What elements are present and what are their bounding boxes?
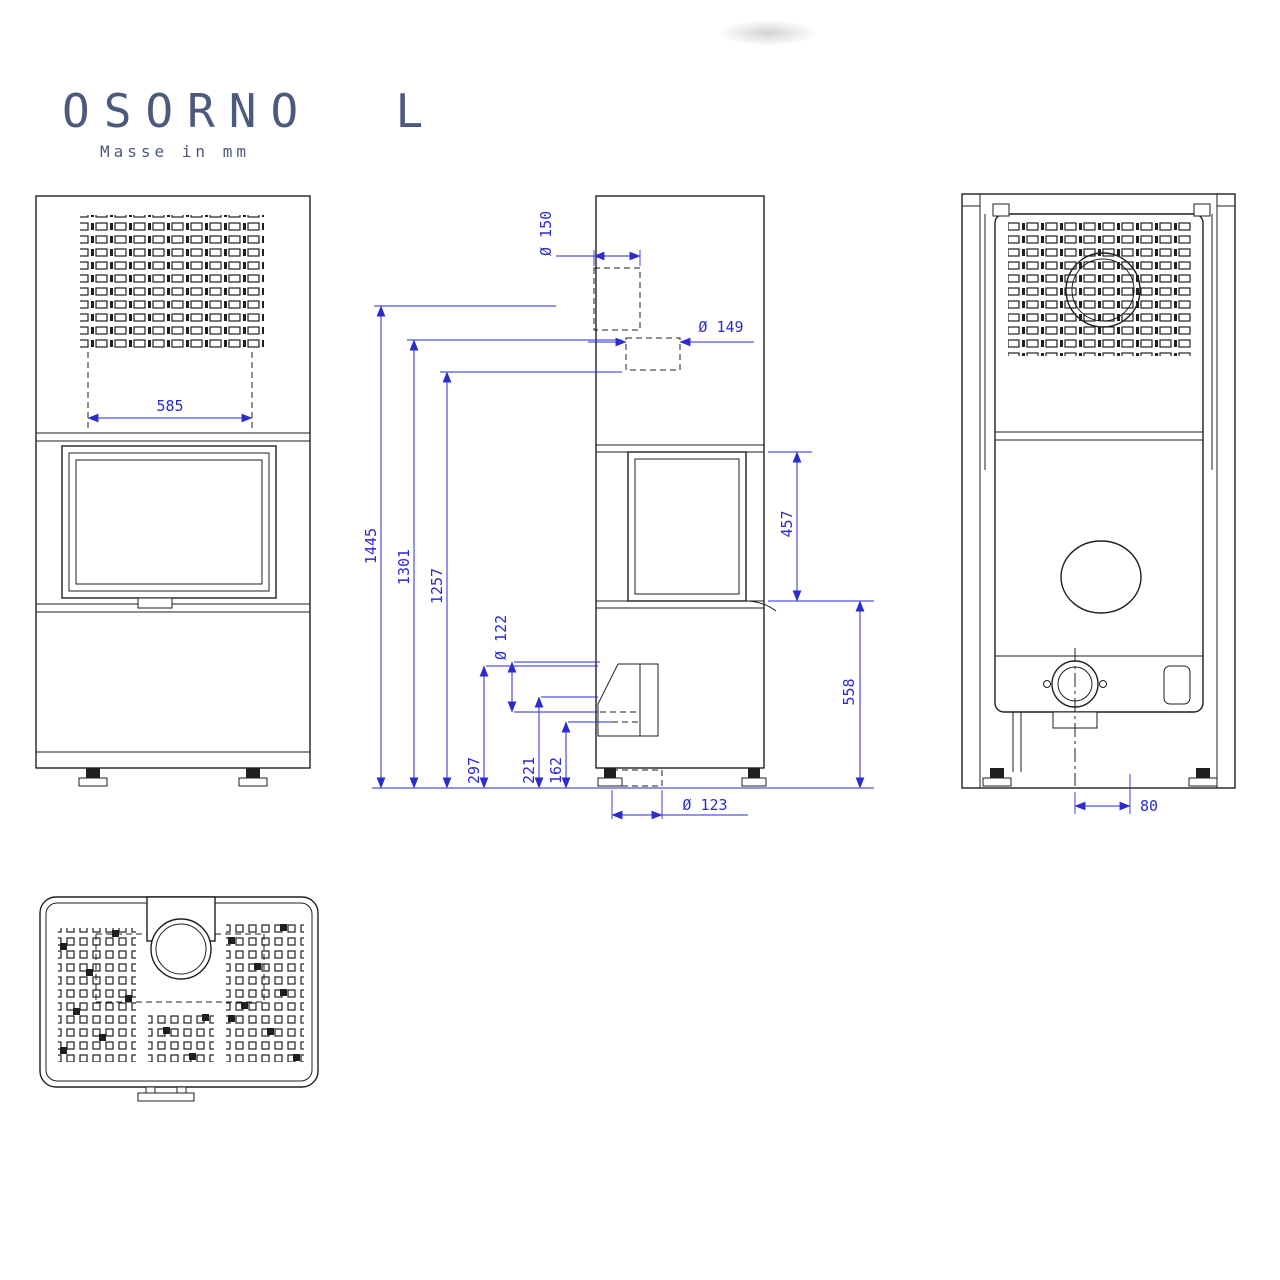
side-window-glass <box>634 458 740 595</box>
dim-rear-offset: 80 <box>1074 774 1158 815</box>
dim-total-height-label: 1445 <box>362 528 380 564</box>
dim-intake-bottom-height: 162 <box>547 721 612 789</box>
dim-rear-flue-center-height: 1257 <box>428 371 622 789</box>
dim-door-height-label: 457 <box>778 510 796 537</box>
dim-door-height: 457 <box>768 451 874 602</box>
side-air-intake <box>597 663 659 737</box>
rear-foot-left-stem <box>990 768 1004 778</box>
dim-intake-top-height: 297 <box>465 665 598 789</box>
front-foot-left-stem <box>86 768 100 778</box>
dim-total-height: 1445 <box>362 305 556 789</box>
side-view <box>593 195 777 787</box>
top-view <box>39 896 319 1102</box>
rear-foot-right-stem <box>1196 768 1210 778</box>
front-door-latch <box>137 597 173 609</box>
dim-handle-height-label: 558 <box>840 678 858 705</box>
top-handle-bracket <box>137 1086 195 1102</box>
side-foot-left-stem <box>604 768 616 778</box>
dim-handle-height: 558 <box>840 600 865 789</box>
rear-foot-right-pad <box>1188 777 1218 787</box>
dim-intake-diameter: Ø 122 <box>492 615 600 713</box>
dim-bottom-outlet-diameter-label: Ø 123 <box>682 796 727 814</box>
front-foot-right-pad <box>238 777 268 787</box>
rear-tab-left <box>992 203 1010 217</box>
front-view <box>35 195 311 787</box>
dim-rear-flue-diameter-label: Ø 149 <box>698 318 743 336</box>
top-hole-grid-right <box>226 922 304 1062</box>
dim-bottom-outlet-diameter: Ø 123 <box>611 790 748 820</box>
dim-rear-offset-label: 80 <box>1140 797 1158 815</box>
dim-front-width-label: 585 <box>156 397 183 415</box>
dim-intake-center-height: 221 <box>520 696 598 789</box>
front-door-glass <box>75 459 263 585</box>
rear-flue-knockout-inner <box>1071 258 1135 322</box>
drawing-units-note: Masse in mm <box>100 142 250 161</box>
top-hidden-firebox <box>95 933 265 1003</box>
rear-view <box>961 193 1236 789</box>
rear-flue-knockout-outer <box>1065 252 1141 328</box>
rear-tab-right <box>1193 203 1211 217</box>
side-window-frame <box>627 451 747 602</box>
side-foot-right-pad <box>741 777 767 787</box>
drawing-title: OSORNO L <box>62 84 438 138</box>
front-foot-left-pad <box>78 777 108 787</box>
side-door-handle <box>747 600 777 612</box>
side-foot-right-stem <box>748 768 760 778</box>
front-foot-right-stem <box>246 768 260 778</box>
dim-front-width: 585 <box>87 397 253 423</box>
dim-intake-top-height-label: 297 <box>465 757 483 784</box>
front-vent-grille <box>80 215 264 352</box>
rear-convection-opening <box>1060 540 1142 614</box>
dim-intake-center-height-label: 221 <box>520 757 538 784</box>
rear-vent-grille <box>1008 222 1192 356</box>
top-hole-grid-left <box>58 928 136 1062</box>
front-door-inner-frame <box>68 452 270 592</box>
top-flue-pipe-outer <box>150 918 212 980</box>
side-top-flue-outlet-hidden <box>593 267 641 331</box>
dim-rear-flue-height-label: 1301 <box>395 549 413 585</box>
side-rear-flue-outlet-hidden <box>625 337 681 371</box>
rear-switch-plate <box>1163 665 1191 705</box>
dim-rear-flue-center-height-label: 1257 <box>428 568 446 604</box>
dim-rear-flue-diameter: Ø 149 <box>588 318 754 347</box>
scan-artifact <box>718 20 818 46</box>
dim-top-flue-diameter-label: Ø 150 <box>537 211 555 256</box>
top-flue-pipe-inner <box>155 923 207 975</box>
top-filled-holes <box>60 924 300 1061</box>
dim-intake-bottom-height-label: 162 <box>547 757 565 784</box>
rear-foot-left-pad <box>982 777 1012 787</box>
rear-bolt-right <box>1099 680 1107 688</box>
side-foot-left-pad <box>597 777 623 787</box>
dim-rear-flue-height: 1301 <box>395 339 622 789</box>
dim-intake-diameter-label: Ø 122 <box>492 615 510 660</box>
rear-bolt-left <box>1043 680 1051 688</box>
dim-top-flue-diameter: Ø 150 <box>537 211 641 266</box>
